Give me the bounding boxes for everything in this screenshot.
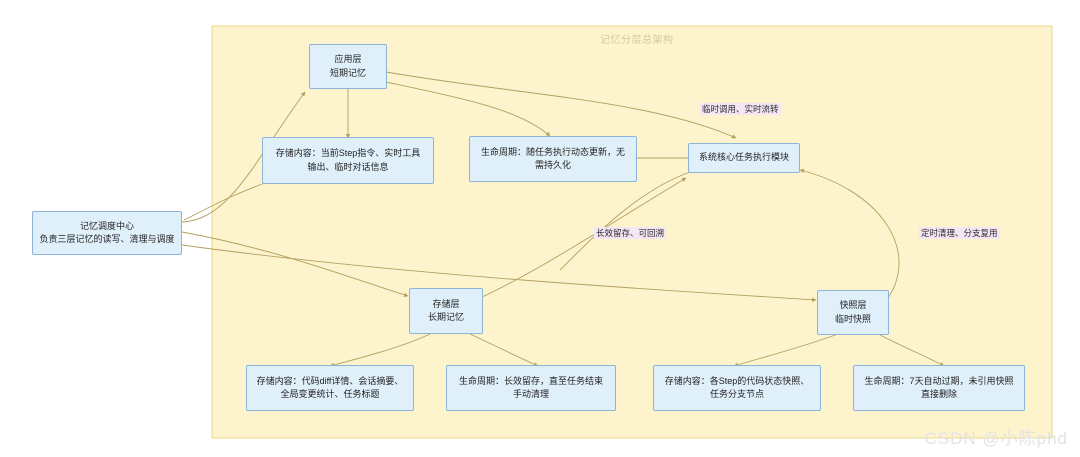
node-snapshot-layer-line1: 快照层 [839, 300, 867, 311]
node-snapshot-lifecycle[interactable]: 生命周期：7天自动过期，未引用快照 直接删除 [853, 365, 1025, 411]
csdn-watermark: CSDN @小陈phd [924, 429, 1068, 448]
node-memory-scheduler-line1: 记忆调度中心 [79, 220, 134, 231]
node-snapshot-content-line1: 存储内容：各Step的代码状态快照、 [664, 375, 810, 386]
node-storage-lifecycle-line2: 手动清理 [512, 389, 549, 399]
node-app-storage-content-line1: 存储内容：当前Step指令、实时工具 [275, 148, 421, 159]
edge-label-long-term: 长效留存、可回溯 [594, 227, 667, 240]
node-storage-lifecycle[interactable]: 生命周期：长效留存，直至任务结束 手动清理 [446, 365, 616, 411]
node-app-storage-content[interactable]: 存储内容：当前Step指令、实时工具 输出、临时对话信息 [262, 137, 434, 184]
node-application-layer-line1: 应用层 [334, 54, 362, 65]
node-snapshot-content-line2: 任务分支节点 [709, 389, 764, 399]
node-storage-layer-line1: 存储层 [432, 298, 460, 309]
node-core-task-module[interactable]: 系统核心任务执行模块 [688, 143, 800, 173]
node-application-layer-line2: 短期记忆 [329, 67, 366, 78]
node-core-task-module-line1: 系统核心任务执行模块 [698, 152, 789, 163]
node-storage-content-line1: 存储内容：代码diff详情、会话摘要、 [256, 375, 404, 386]
node-storage-content[interactable]: 存储内容：代码diff详情、会话摘要、 全局变更统计、任务标题 [246, 365, 414, 411]
node-snapshot-lifecycle-line1: 生命周期：7天自动过期，未引用快照 [864, 375, 1014, 386]
node-storage-content-line2: 全局变更统计、任务标题 [280, 389, 380, 399]
node-app-storage-content-line2: 输出、临时对话信息 [307, 161, 389, 172]
node-app-lifecycle[interactable]: 生命周期：随任务执行动态更新，无 需持久化 [469, 136, 637, 182]
node-app-lifecycle-line1: 生命周期：随任务执行动态更新，无 [480, 146, 625, 157]
node-snapshot-layer[interactable]: 快照层 临时快照 [817, 290, 889, 335]
edge-label-temp-call: 临时调用、实时流转 [700, 103, 781, 116]
node-storage-lifecycle-line1: 生命周期：长效留存，直至任务结束 [458, 375, 603, 386]
subgraph-title: 记忆分层总架构 [600, 35, 674, 46]
node-storage-layer-line2: 长期记忆 [427, 312, 464, 322]
node-snapshot-layer-line2: 临时快照 [834, 313, 871, 324]
node-app-lifecycle-line2: 需持久化 [534, 160, 571, 170]
edge-label-scheduled-clean: 定时清理、分支复用 [919, 227, 1000, 240]
node-snapshot-lifecycle-line2: 直接删除 [920, 389, 957, 399]
node-memory-scheduler-line2: 负责三层记忆的读写、清理与调度 [39, 234, 175, 244]
node-storage-layer[interactable]: 存储层 长期记忆 [409, 288, 483, 334]
node-snapshot-content[interactable]: 存储内容：各Step的代码状态快照、 任务分支节点 [653, 365, 821, 411]
node-application-layer[interactable]: 应用层 短期记忆 [309, 44, 387, 89]
edges [181, 71, 945, 368]
node-memory-scheduler[interactable]: 记忆调度中心 负责三层记忆的读写、清理与调度 [32, 211, 182, 255]
